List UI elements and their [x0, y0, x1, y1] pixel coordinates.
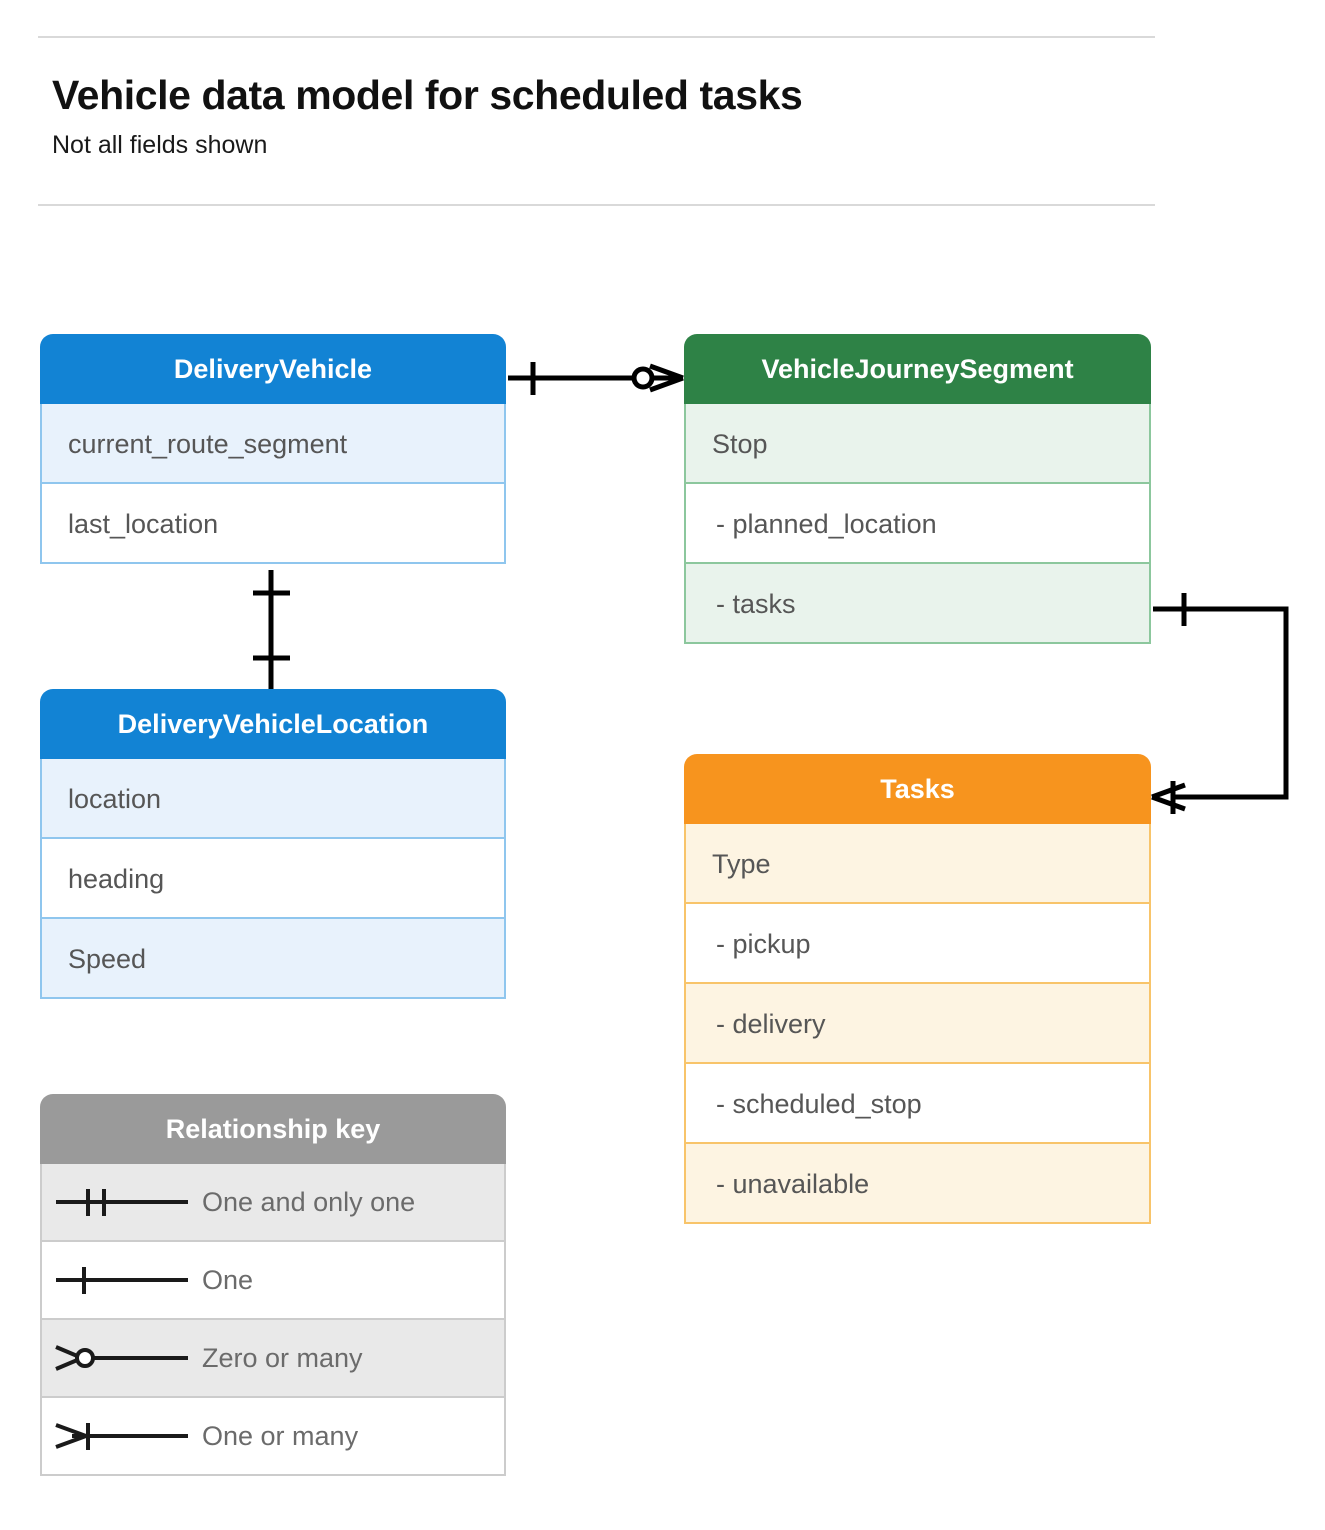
entity-field-row: current_route_segment — [40, 404, 506, 484]
entity-vehicle-journey-segment[interactable]: VehicleJourneySegment Stop - planned_loc… — [684, 334, 1151, 644]
relationship-key-legend: Relationship key One and only one One — [40, 1094, 506, 1476]
connector-tasks-route — [1153, 606, 1289, 800]
one-and-only-one-icon — [42, 1182, 202, 1222]
entity-title-delivery-vehicle-location: DeliveryVehicleLocation — [40, 689, 506, 759]
zero-or-many-icon — [42, 1338, 202, 1378]
legend-label: Zero or many — [202, 1342, 363, 1373]
legend-label: One and only one — [202, 1186, 416, 1217]
legend-label: One or many — [202, 1420, 359, 1451]
crowsfoot-upper-tasks — [1151, 782, 1186, 800]
header-divider-bottom — [38, 204, 1155, 206]
page-subtitle: Not all fields shown — [52, 131, 268, 159]
legend-item-one-or-many: One or many — [40, 1398, 506, 1476]
entity-title-delivery-vehicle: DeliveryVehicle — [40, 334, 506, 404]
entity-delivery-vehicle-location[interactable]: DeliveryVehicleLocation location heading… — [40, 689, 506, 999]
entity-field-row: - planned_location — [684, 484, 1151, 564]
entity-field-row: - unavailable — [684, 1144, 1151, 1224]
entity-field-row: location — [40, 759, 506, 839]
legend-item-one-and-only-one: One and only one — [40, 1164, 506, 1242]
crowsfoot-lower-tasks — [1151, 794, 1186, 812]
page-title: Vehicle data model for scheduled tasks — [52, 72, 803, 118]
crowsfoot-upper-vjs — [649, 363, 684, 381]
entity-field-row: last_location — [40, 484, 506, 564]
one-or-many-icon — [42, 1416, 202, 1456]
entity-title-tasks: Tasks — [684, 754, 1151, 824]
cardinality-zero-circle-vjs — [631, 366, 655, 390]
entity-field-row: - tasks — [684, 564, 1151, 644]
legend-item-one: One — [40, 1242, 506, 1320]
legend-item-zero-or-many: Zero or many — [40, 1320, 506, 1398]
entity-field-row: Speed — [40, 919, 506, 999]
entity-field-row: heading — [40, 839, 506, 919]
entity-title-vehicle-journey-segment: VehicleJourneySegment — [684, 334, 1151, 404]
entity-field-row: - pickup — [684, 904, 1151, 984]
one-icon — [42, 1260, 202, 1300]
legend-label: One — [202, 1264, 254, 1295]
header-divider-top — [38, 36, 1155, 38]
entity-field-row: - delivery — [684, 984, 1151, 1064]
crowsfoot-lower-vjs — [649, 375, 684, 393]
entity-tasks[interactable]: Tasks Type - pickup - delivery - schedul… — [684, 754, 1151, 1224]
entity-field-row: - scheduled_stop — [684, 1064, 1151, 1144]
entity-field-row: Type — [684, 824, 1151, 904]
legend-title: Relationship key — [40, 1094, 506, 1164]
entity-delivery-vehicle[interactable]: DeliveryVehicle current_route_segment la… — [40, 334, 506, 564]
entity-field-row: Stop — [684, 404, 1151, 484]
